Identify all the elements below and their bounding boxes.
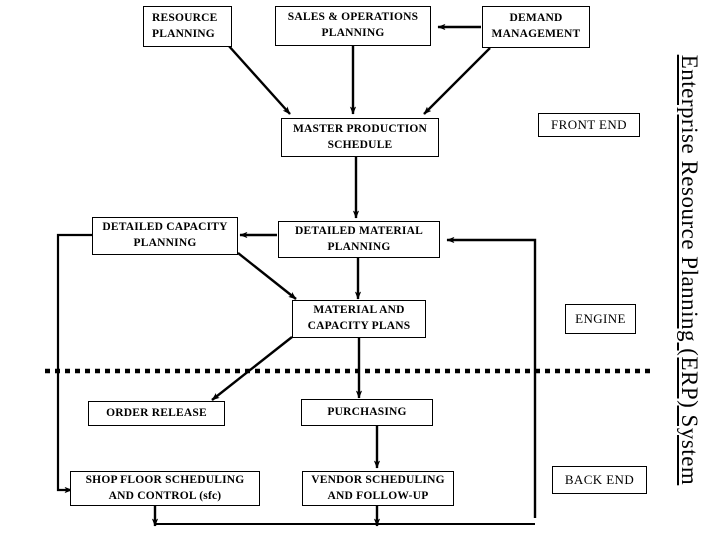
node-material-and-capacity-plans-label: MATERIAL AND CAPACITY PLANS (307, 304, 411, 332)
node-sales-operations-planning[interactable]: SALES & OPERATIONS PLANNING (275, 6, 431, 46)
section-tag-front-end: FRONT END (538, 113, 640, 137)
node-demand-management-label: DEMAND MANAGEMENT (491, 12, 581, 40)
vertical-title: Enterprise Resource Planning (ERP) Syste… (668, 0, 710, 540)
edge-dcp-to-mcp (237, 252, 297, 300)
node-detailed-material-planning-label: DETAILED MATERIAL PLANNING (295, 224, 423, 253)
node-material-and-capacity-plans[interactable]: MATERIAL AND CAPACITY PLANS (292, 300, 426, 338)
node-resource-planning[interactable]: RESOURCE PLANNING (143, 6, 232, 47)
node-demand-management[interactable]: DEMAND MANAGEMENT (482, 6, 590, 48)
node-order-release[interactable]: ORDER RELEASE (88, 401, 225, 426)
node-shop-floor-scheduling[interactable]: SHOP FLOOR SCHEDULING AND CONTROL (sfc) (70, 471, 260, 506)
node-shop-floor-scheduling-label: SHOP FLOOR SCHEDULING AND CONTROL (sfc) (85, 473, 245, 502)
node-sales-operations-planning-label: SALES & OPERATIONS PLANNING (287, 11, 419, 39)
edge-mcp-to-order-release (211, 336, 293, 401)
section-tag-back-end: BACK END (552, 466, 647, 494)
section-tag-front-end-label: FRONT END (551, 117, 627, 132)
node-detailed-capacity-planning[interactable]: DETAILED CAPACITY PLANNING (92, 217, 238, 255)
node-master-production-schedule-label: MASTER PRODUCTION SCHEDULE (292, 122, 428, 151)
node-purchasing-label: PURCHASING (327, 405, 407, 418)
node-master-production-schedule[interactable]: MASTER PRODUCTION SCHEDULE (281, 118, 439, 157)
edge-demand-to-mps (423, 47, 491, 115)
section-tag-engine-label: ENGINE (575, 311, 626, 326)
node-resource-planning-label: RESOURCE PLANNING (152, 11, 218, 40)
section-tag-back-end-label: BACK END (564, 472, 635, 487)
edge-resource-to-mps (227, 44, 291, 115)
node-detailed-capacity-planning-label: DETAILED CAPACITY PLANNING (102, 221, 228, 249)
node-purchasing[interactable]: PURCHASING (301, 399, 433, 426)
edge-feedback-right-loop (446, 236, 537, 518)
section-tag-engine: ENGINE (565, 304, 636, 334)
node-order-release-label: ORDER RELEASE (106, 406, 207, 419)
edge-feedback-left-loop (56, 233, 93, 494)
node-vendor-scheduling-label: VENDOR SCHEDULING AND FOLLOW-UP (311, 473, 445, 502)
vertical-title-label: Enterprise Resource Planning (ERP) Syste… (677, 54, 702, 486)
node-detailed-material-planning[interactable]: DETAILED MATERIAL PLANNING (278, 221, 440, 258)
node-vendor-scheduling[interactable]: VENDOR SCHEDULING AND FOLLOW-UP (302, 471, 454, 506)
